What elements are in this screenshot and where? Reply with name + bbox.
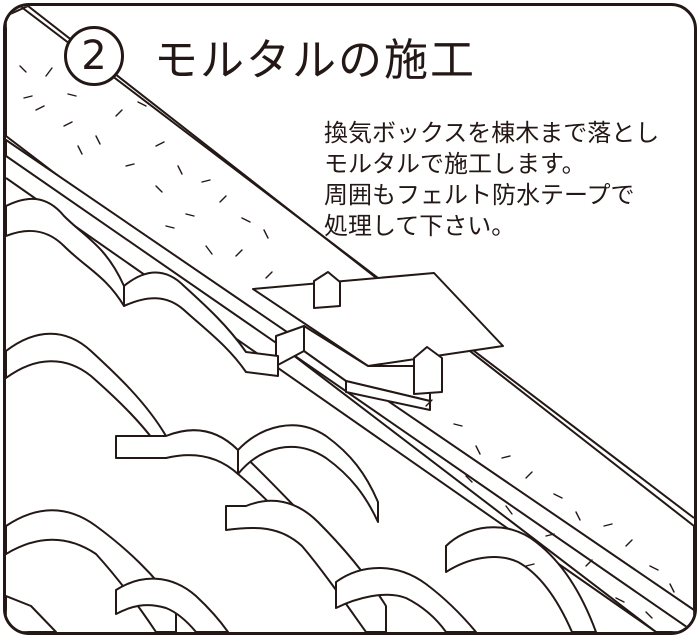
instruction-line: 処理して下さい。	[324, 212, 516, 240]
instruction-line: モルタルで施工します。	[324, 150, 586, 178]
tile-row-4	[6, 577, 229, 632]
title-text: モルタルの施工	[150, 24, 480, 88]
ridge-edge-upper	[19, 6, 694, 519]
instruction-line: 換気ボックスを棟木まで落とし	[324, 119, 660, 147]
instruction-line: 周囲もフェルト防水テープで	[324, 181, 635, 209]
step-number-badge: 2	[64, 26, 124, 86]
illustration-frame: 2 モルタルの施工 換気ボックスを棟木まで落とし モルタルで施工します。 周囲も…	[3, 3, 697, 635]
tile-row-1	[6, 197, 279, 377]
tile-row-3	[6, 499, 597, 632]
instruction-text: 換気ボックスを棟木まで落とし モルタルで施工します。 周囲もフェルト防水テープで…	[324, 118, 669, 242]
page-title: 2 モルタルの施工	[64, 20, 480, 92]
roof-ridge-illustration	[6, 6, 694, 632]
